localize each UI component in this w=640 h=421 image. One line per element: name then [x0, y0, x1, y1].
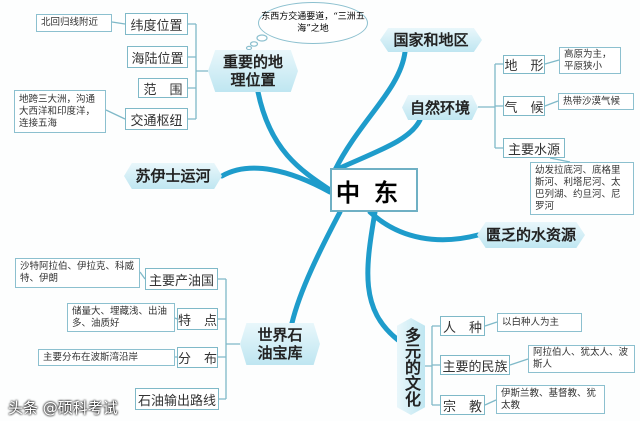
node-latitude: 纬度位置 — [125, 13, 188, 35]
central-topic: 中东 — [330, 168, 418, 212]
branch-suez — [219, 165, 333, 195]
note-climate: 热带沙漠气候 — [558, 93, 634, 110]
note-transport: 地跨三大洲，沟通大西洋和印度洋，连接五海 — [14, 90, 106, 133]
node-sea-land: 海陆位置 — [127, 46, 188, 68]
topic-suez: 苏伊士运河 — [124, 163, 222, 189]
node-oil-distribution: 分 布 — [177, 347, 218, 368]
topic-countries: 国家和地区 — [380, 28, 482, 52]
node-oil-countries: 主要产油国 — [145, 268, 218, 290]
branch-countries — [332, 49, 408, 173]
note-latitude: 北回归线附近 — [36, 14, 112, 32]
branch-location — [255, 89, 333, 193]
node-extent: 范 围 — [138, 78, 188, 98]
node-water-source: 主要水源 — [503, 138, 565, 158]
node-ethnic: 主要的民族 — [440, 355, 510, 375]
node-transport: 交通枢纽 — [125, 108, 188, 130]
note-oil-distribution: 主要分布在波斯湾沿岸 — [38, 349, 175, 366]
node-climate: 气 候 — [503, 96, 545, 116]
topic-water: 匮乏的水资源 — [477, 222, 585, 248]
note-religion: 伊斯兰教、基督教、犹太教 — [496, 385, 605, 414]
branch-oil — [289, 209, 343, 326]
watermark: 头条 @硕科考试 — [8, 399, 118, 417]
note-oil-features: 储量大、埋藏浅、出油多、油质好 — [67, 303, 175, 332]
topic-oil: 世界石油宝库 — [240, 323, 320, 365]
branch-nature — [337, 117, 423, 171]
note-race: 以白种人为主 — [497, 313, 582, 332]
node-race: 人 种 — [440, 316, 485, 336]
topic-location: 重要的地理位置 — [208, 50, 298, 92]
branch-culture — [365, 209, 401, 343]
topic-nature: 自然环境 — [402, 95, 478, 120]
node-religion: 宗 教 — [440, 395, 485, 415]
node-terrain: 地 形 — [503, 55, 545, 74]
note-ethnic: 阿拉伯人、犹太人、波斯人 — [528, 345, 635, 373]
note-oil-countries: 沙特阿拉伯、伊拉克、科威特、伊朗 — [15, 258, 140, 288]
node-oil-export: 石油输出路线 — [135, 388, 219, 410]
topic-culture: 多元的文化 — [397, 318, 425, 415]
branch-water — [367, 209, 481, 243]
note-terrain: 高原为主，平原狭小 — [559, 47, 621, 74]
thought-bubble: 东西方交通要道，“三洲五海”之地 — [258, 2, 368, 44]
note-water-source: 幼发拉底河、底格里斯河、利塔尼河、太巴列湖、约旦河、尼罗河 — [530, 162, 634, 215]
node-oil-features: 特 点 — [177, 308, 218, 330]
